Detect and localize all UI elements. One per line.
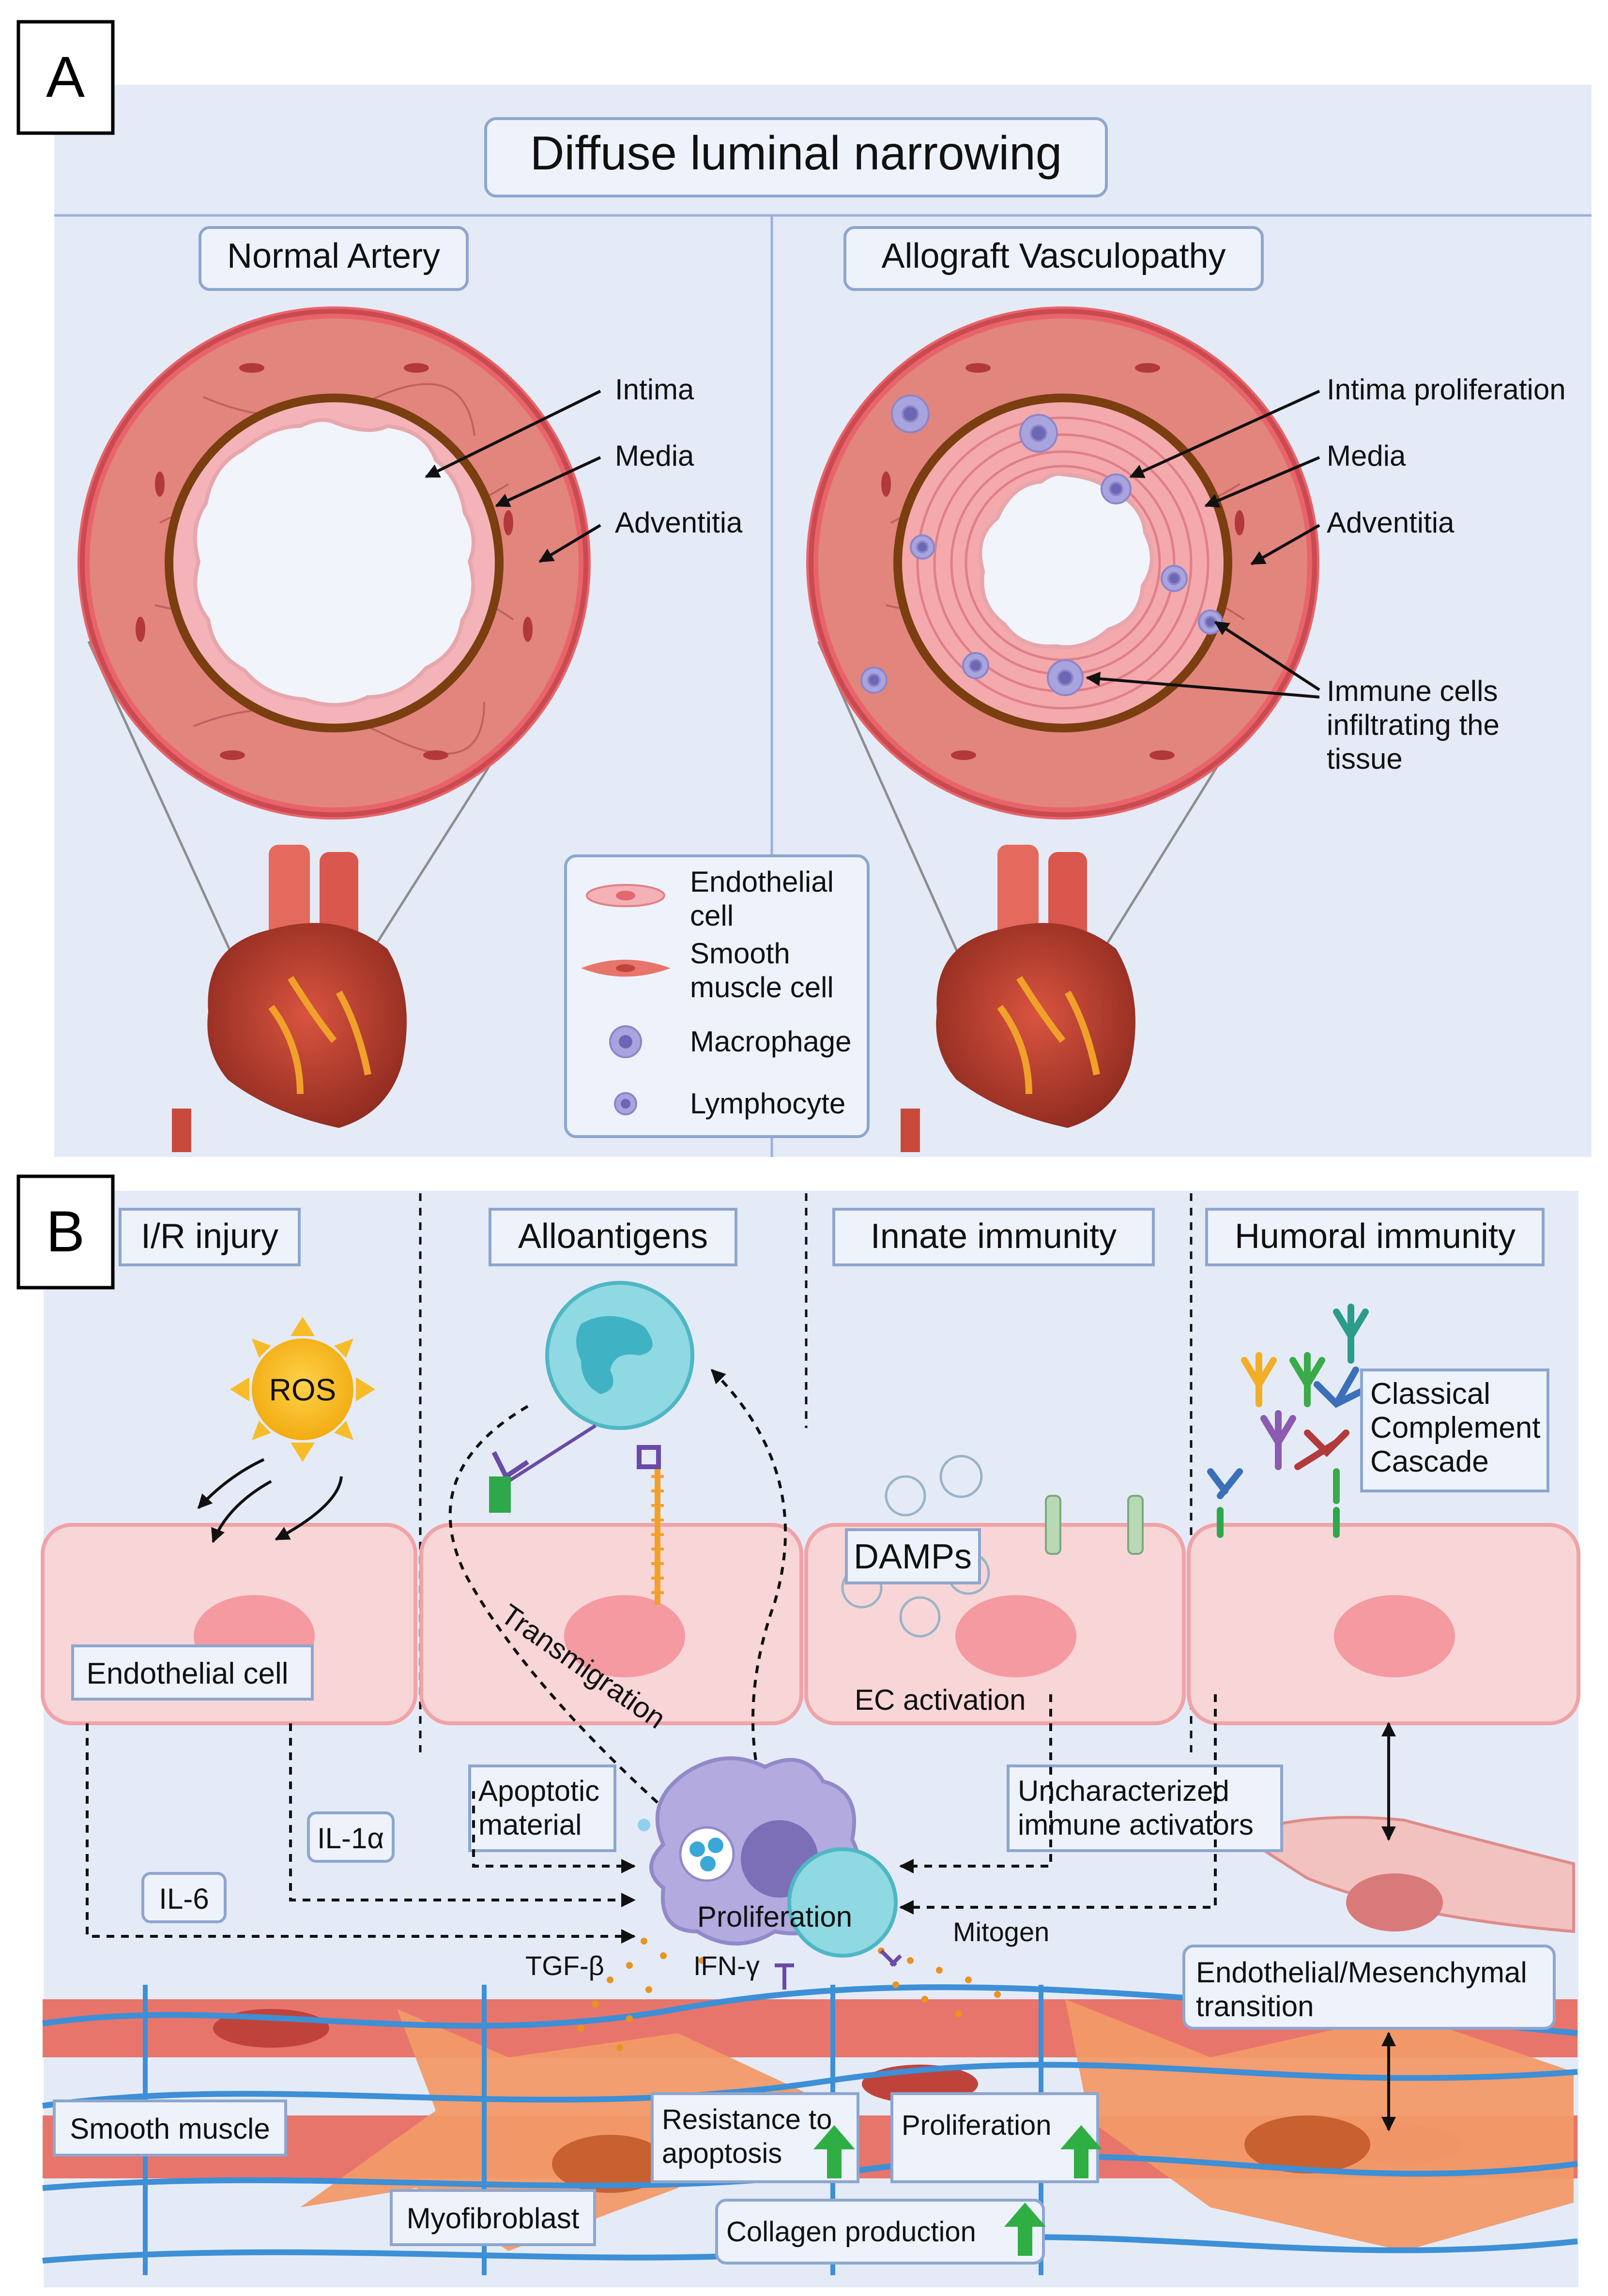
panel-a-title: Diffuse luminal narrowing bbox=[530, 126, 1062, 180]
endmt-line2: transition bbox=[1196, 1990, 1314, 2022]
il1a-arrow bbox=[289, 1723, 636, 1907]
panel-a-letter-box bbox=[16, 20, 115, 135]
header-box-humoral bbox=[1205, 1208, 1545, 1266]
cav-labels: Intima proliferation Media Adventitia Im… bbox=[1086, 373, 1566, 775]
normal-artery-title: Normal Artery bbox=[227, 237, 440, 275]
header-innate-immunity: Innate immunity bbox=[871, 1217, 1117, 1256]
tlr-receptors bbox=[1045, 1495, 1144, 1555]
legend-endothelial-line1: Endothelial bbox=[690, 866, 834, 898]
apoptotic-arrow bbox=[472, 1791, 636, 1873]
cav-title: Allograft Vasculopathy bbox=[881, 237, 1225, 275]
ros-sun-icon: ROS bbox=[230, 1317, 375, 1462]
cav-intima-label: Intima proliferation bbox=[1327, 373, 1566, 406]
cav-media-label: Media bbox=[1327, 440, 1406, 472]
smooth-muscle-box bbox=[53, 2099, 287, 2157]
cav-immune-cells bbox=[860, 395, 1223, 696]
collagen-up-arrow-icon bbox=[1004, 2203, 1046, 2256]
legend-lymphocyte-label: Lymphocyte bbox=[690, 1087, 845, 1120]
collagen-label: Collagen production bbox=[726, 2216, 976, 2248]
normal-intima-label: Intima bbox=[615, 373, 694, 406]
legend-macrophage-label: Macrophage bbox=[690, 1025, 852, 1058]
proliferation-box-label: Proliferation bbox=[902, 2110, 1051, 2141]
ros-arrows bbox=[197, 1458, 343, 1543]
collagen-box bbox=[715, 2199, 1045, 2265]
il1a-box bbox=[307, 1811, 395, 1863]
proliferation-box bbox=[890, 2092, 1099, 2183]
apoptotic-line1: Apoptotic bbox=[478, 1775, 599, 1807]
cav-title-box bbox=[843, 226, 1264, 291]
panel-a-letter: A bbox=[46, 45, 85, 109]
cav-adventitia-label: Adventitia bbox=[1327, 506, 1455, 539]
humoral-arrow bbox=[899, 1694, 1217, 1915]
heart-illustration-left bbox=[172, 845, 407, 1152]
il6-label: IL-6 bbox=[159, 1883, 209, 1915]
cav-artery-cross-section bbox=[806, 306, 1319, 988]
uncharacterized-line1: Uncharacterized bbox=[1018, 1775, 1229, 1807]
legend-box bbox=[564, 854, 870, 1138]
cav-immune-label-line3: tissue bbox=[1327, 743, 1403, 775]
resistance-line1: Resistance to bbox=[662, 2104, 832, 2135]
uncharacterized-box bbox=[1007, 1764, 1283, 1852]
growth-factor-particles bbox=[578, 1923, 1001, 2051]
resistance-line2: apoptosis bbox=[662, 2138, 782, 2169]
normal-media-label: Media bbox=[615, 440, 694, 472]
smooth-muscle-label: Smooth muscle bbox=[70, 2113, 270, 2145]
normal-artery-labels: Intima Media Adventitia bbox=[425, 373, 743, 563]
panel-a-title-box bbox=[484, 117, 1108, 198]
apoptotic-box bbox=[468, 1764, 616, 1852]
normal-artery-title-box bbox=[199, 226, 469, 291]
apoptotic-line2: material bbox=[478, 1809, 582, 1841]
normal-artery-cross-section bbox=[77, 306, 591, 988]
proliferation-center-label: Proliferation bbox=[697, 1901, 852, 1933]
cell-legend: Endothelial cell Smooth muscle cell Macr… bbox=[564, 854, 870, 1138]
ec-activation-label: EC activation bbox=[855, 1684, 1026, 1716]
header-ir-injury: I/R injury bbox=[141, 1217, 278, 1256]
resistance-up-arrow-icon bbox=[813, 2125, 855, 2178]
normal-adventitia-label: Adventitia bbox=[615, 506, 743, 539]
panel-b-letter: B bbox=[46, 1199, 85, 1264]
legend-smc-line2: muscle cell bbox=[690, 971, 834, 1004]
cav-narrowed-lumen bbox=[978, 472, 1154, 649]
endmt-box bbox=[1182, 1945, 1556, 2030]
endmt-line1: Endothelial/Mesenchymal bbox=[1196, 1956, 1527, 1989]
antigen-presenting-cell bbox=[489, 1281, 694, 1605]
header-box-ir bbox=[119, 1208, 301, 1266]
header-alloantigens: Alloantigens bbox=[518, 1217, 708, 1256]
mitogen-label: Mitogen bbox=[953, 1916, 1049, 1947]
legend-smc-line1: Smooth bbox=[690, 937, 790, 970]
endothelial-cell-box bbox=[71, 1644, 314, 1701]
complement-box bbox=[1360, 1368, 1549, 1492]
legend-endothelial-line2: cell bbox=[690, 899, 734, 932]
complement-line3: Cascade bbox=[1370, 1445, 1489, 1478]
myofibroblast-box bbox=[390, 2189, 596, 2246]
il1a-label: IL-1α bbox=[317, 1822, 384, 1855]
ros-label: ROS bbox=[269, 1372, 337, 1407]
damps-box bbox=[845, 1528, 981, 1584]
panel-a: A Diffuse luminal narrowing Normal Arter… bbox=[16, 20, 1592, 1157]
myofibroblast-label: Myofibroblast bbox=[407, 2202, 580, 2235]
return-path bbox=[710, 1368, 787, 1831]
complement-line2: Complement bbox=[1370, 1411, 1540, 1445]
central-lymphocyte bbox=[775, 1847, 902, 1990]
header-box-allo bbox=[489, 1208, 737, 1266]
heart-illustration-right bbox=[901, 845, 1135, 1152]
proliferation-up-arrow-icon bbox=[1060, 2125, 1102, 2178]
header-humoral-immunity: Humoral immunity bbox=[1235, 1217, 1516, 1256]
il6-box bbox=[141, 1872, 227, 1923]
transmigration-path bbox=[448, 1405, 723, 1860]
ifng-label: IFN-γ bbox=[693, 1950, 760, 1981]
complement-line1: Classical bbox=[1370, 1377, 1490, 1411]
cav-immune-label-line2: infiltrating the bbox=[1327, 709, 1500, 741]
panel-b: B I/R injury Alloantigens Innate immunit… bbox=[16, 1174, 1580, 2287]
normal-lumen bbox=[193, 418, 475, 707]
header-box-innate bbox=[832, 1208, 1155, 1266]
panel-b-letter-box bbox=[16, 1174, 115, 1290]
cav-immune-label-line1: Immune cells bbox=[1327, 675, 1498, 707]
tgfb-label: TGF-β bbox=[525, 1950, 604, 1981]
uncharacterized-line2: immune activators bbox=[1018, 1809, 1254, 1841]
damps-label: DAMPs bbox=[854, 1537, 972, 1576]
endothelial-cell-label: Endothelial cell bbox=[86, 1657, 288, 1690]
complement-antibodies bbox=[1207, 1304, 1369, 1538]
